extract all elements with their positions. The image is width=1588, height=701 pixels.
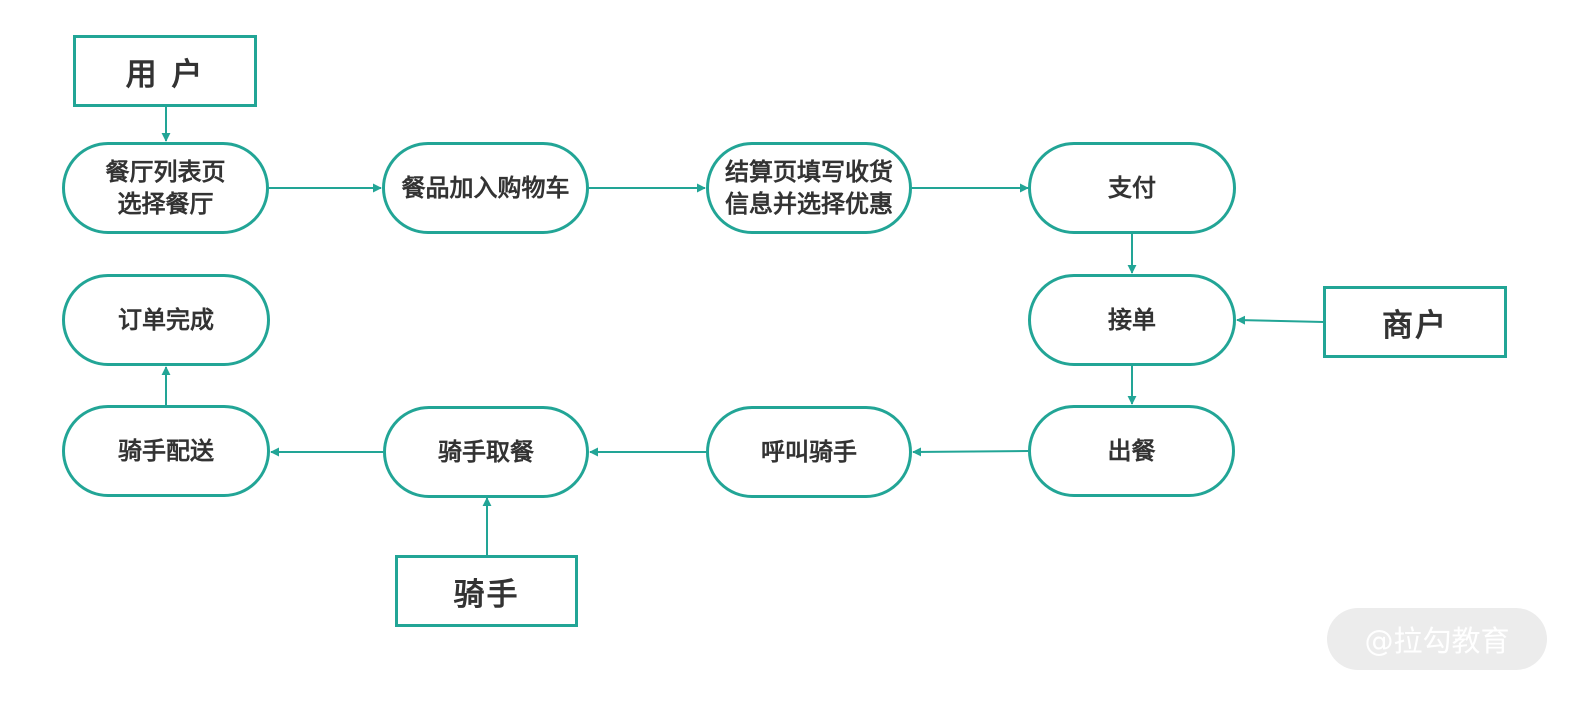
arrow-merchant-to-accept [1236, 315, 1325, 325]
actor-user: 用 户 [73, 35, 257, 107]
watermark-text: @拉勾教育 [1364, 624, 1510, 658]
step-add-to-cart: 餐品加入购物车 [382, 142, 589, 234]
step-rider-pickup-label: 骑手取餐 [438, 438, 534, 466]
step-restaurant-list: 餐厅列表页 选择餐厅 [62, 142, 269, 234]
actor-merchant-label: 商户 [1382, 307, 1448, 344]
watermark: @拉勾教育 [1327, 608, 1547, 670]
step-order-complete-label: 订单完成 [118, 306, 214, 334]
step-call-rider-label: 呼叫骑手 [761, 438, 857, 466]
step-accept-order-label: 接单 [1108, 306, 1156, 334]
actor-merchant: 商户 [1323, 286, 1507, 358]
step-order-complete: 订单完成 [62, 274, 270, 366]
step-checkout: 结算页填写收货 信息并选择优惠 [706, 142, 912, 234]
actor-rider: 骑手 [395, 555, 578, 627]
step-prepare-meal-label: 出餐 [1107, 437, 1156, 465]
step-prepare-meal: 出餐 [1028, 405, 1235, 497]
step-add-to-cart-label: 餐品加入购物车 [401, 174, 570, 202]
step-checkout-line1: 结算页填写收货 [725, 158, 893, 186]
step-rider-delivery-label: 骑手配送 [118, 437, 214, 465]
arrow-prepare-to-call-rider [912, 447, 1029, 457]
step-rider-delivery: 骑手配送 [62, 405, 270, 497]
actor-user-label: 用 户 [125, 56, 205, 93]
step-pay-label: 支付 [1108, 174, 1156, 202]
step-pay: 支付 [1028, 142, 1236, 234]
step-restaurant-list-line2: 选择餐厅 [117, 190, 214, 218]
step-rider-pickup: 骑手取餐 [383, 406, 589, 498]
step-call-rider: 呼叫骑手 [706, 406, 912, 498]
step-checkout-line2: 信息并选择优惠 [725, 190, 893, 218]
step-accept-order: 接单 [1028, 274, 1236, 366]
actor-rider-label: 骑手 [453, 576, 520, 613]
step-restaurant-list-line1: 餐厅列表页 [105, 158, 226, 186]
